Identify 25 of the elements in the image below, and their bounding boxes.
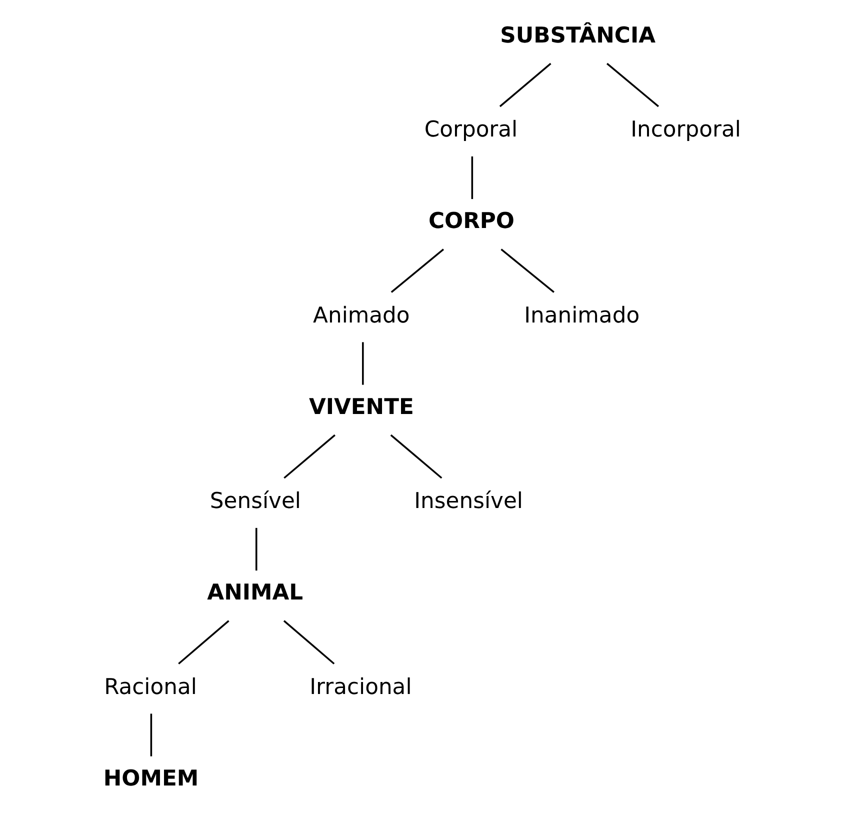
node-text: HOMEM bbox=[103, 766, 199, 792]
node-text: SUBSTÂNCIA bbox=[500, 23, 656, 48]
node-text: Irracional bbox=[310, 674, 412, 700]
connector bbox=[178, 620, 230, 664]
connector bbox=[499, 62, 552, 108]
node-text: Racional bbox=[104, 674, 197, 700]
node-text: Sensível bbox=[210, 489, 301, 514]
node-text: Insensível bbox=[414, 489, 523, 514]
node-text: CORPO bbox=[428, 209, 514, 234]
connector bbox=[362, 342, 364, 385]
connector bbox=[150, 714, 152, 756]
node-text: Inanimado bbox=[524, 303, 640, 328]
connector bbox=[471, 156, 474, 200]
connector bbox=[606, 62, 660, 108]
node-text: VIVENTE bbox=[308, 394, 414, 420]
connector bbox=[284, 434, 336, 479]
connector bbox=[390, 248, 444, 293]
node-text: Animado bbox=[313, 303, 410, 328]
connector bbox=[283, 620, 335, 664]
node-text: Incorporal bbox=[630, 118, 741, 143]
node-text: ANIMAL bbox=[207, 580, 304, 606]
connector bbox=[390, 434, 442, 479]
node-text: Corporal bbox=[424, 118, 518, 143]
connector bbox=[255, 528, 258, 571]
connector bbox=[500, 248, 554, 293]
